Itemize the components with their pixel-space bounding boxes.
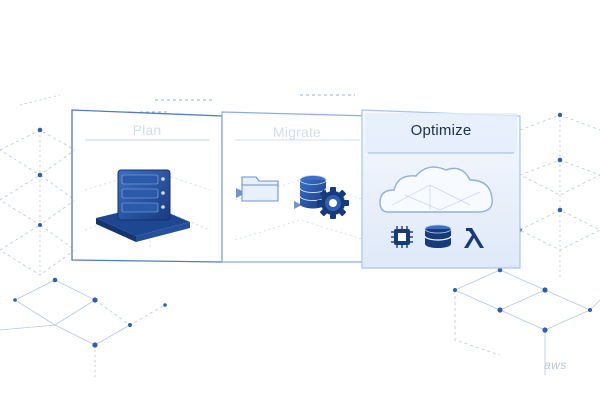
optimize-stage: Optimize xyxy=(362,110,520,268)
server-rack-icon xyxy=(96,169,190,242)
chip-icon xyxy=(391,226,413,248)
network-nodes-right xyxy=(453,112,592,333)
storage-database-icon xyxy=(424,224,452,248)
migrate-stage: Migrate xyxy=(222,112,372,262)
gear-icon xyxy=(317,187,349,219)
network-nodes-left xyxy=(13,127,167,348)
lambda-icon xyxy=(464,228,484,248)
migrate-title: Migrate xyxy=(272,124,322,140)
top-decorative-lines xyxy=(140,94,355,113)
plan-stage: Plan xyxy=(72,110,222,262)
plan-title: Plan xyxy=(132,122,162,138)
aws-watermark: aws xyxy=(544,358,567,372)
cloud-icon xyxy=(379,166,493,213)
optimize-title: Optimize xyxy=(410,122,472,139)
folder-icon xyxy=(241,176,279,202)
